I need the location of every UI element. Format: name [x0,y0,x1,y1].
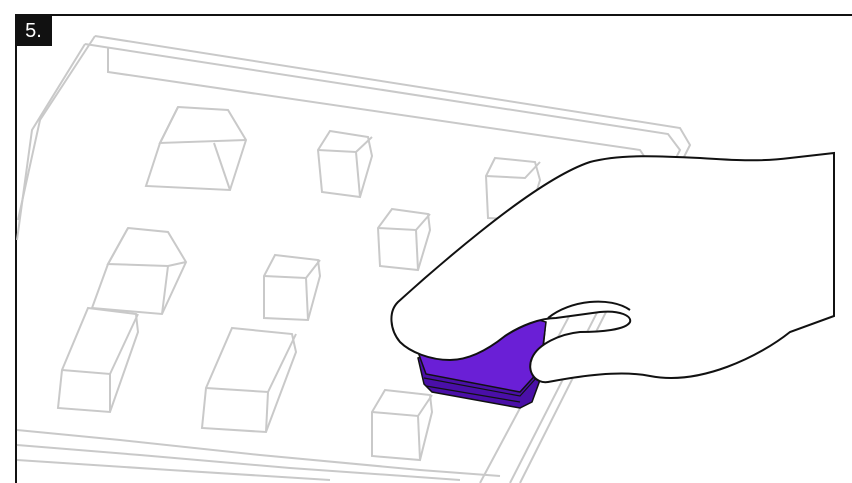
step-number-badge: 5. [15,16,52,46]
panel-border-top [15,14,852,16]
panel-border-left [15,14,17,483]
tray-cavities [56,105,542,462]
hand-icon [390,151,835,384]
